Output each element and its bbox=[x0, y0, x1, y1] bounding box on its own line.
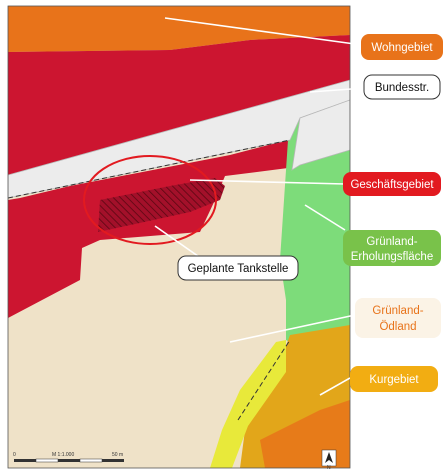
label-wohngebiet: Wohngebiet bbox=[371, 42, 433, 54]
scale-start: 0 bbox=[13, 452, 16, 458]
leader-wohngebiet bbox=[164, 17, 363, 46]
label-geschaeftsgebiet: Geschäftsgebiet bbox=[350, 179, 434, 191]
scale-bar: 0 M 1:1.000 50 m bbox=[13, 452, 124, 463]
label-box-gruenland-erholung bbox=[343, 230, 441, 266]
label-gruenland-oedland-1: Grünland- bbox=[372, 305, 423, 317]
zone-wohngebiet bbox=[8, 6, 350, 52]
leader-gruenland-erholung bbox=[304, 204, 346, 231]
north-arrow-icon: N bbox=[321, 449, 337, 471]
label-gruenland-oedland-2: Ödland bbox=[379, 321, 416, 333]
scale-end: 50 m bbox=[112, 452, 123, 458]
label-box-bundesstr bbox=[363, 74, 441, 100]
label-box-tankstelle bbox=[177, 255, 299, 281]
road-bundesstrasse-branch bbox=[291, 99, 350, 171]
leader-gruenland-oedland bbox=[229, 314, 356, 343]
leader-bundesstr bbox=[309, 87, 366, 93]
zone-tankstelle-hatch bbox=[98, 178, 225, 232]
north-label: N bbox=[327, 465, 331, 471]
tankstelle-circle bbox=[83, 155, 217, 245]
label-gruenland-erholung-1: Grünland- bbox=[366, 236, 417, 248]
label-box-geschaeftsgebiet bbox=[343, 172, 441, 196]
label-kurgebiet: Kurgebiet bbox=[369, 374, 419, 386]
leader-geschaeftsgebiet bbox=[189, 179, 346, 185]
label-gruenland-erholung-2: Erholungsfläche bbox=[351, 251, 433, 263]
zone-geschaeftsgebiet-upper bbox=[8, 35, 350, 175]
label-bundesstr: Bundesstr. bbox=[375, 82, 429, 94]
label-tankstelle: Geplante Tankstelle bbox=[188, 263, 289, 275]
label-box-wohngebiet bbox=[361, 34, 443, 60]
label-box-kurgebiet bbox=[350, 366, 438, 392]
label-box-gruenland-oedland bbox=[355, 298, 441, 338]
leader-kurgebiet bbox=[319, 377, 351, 396]
scale-ratio: M 1:1.000 bbox=[52, 452, 74, 458]
